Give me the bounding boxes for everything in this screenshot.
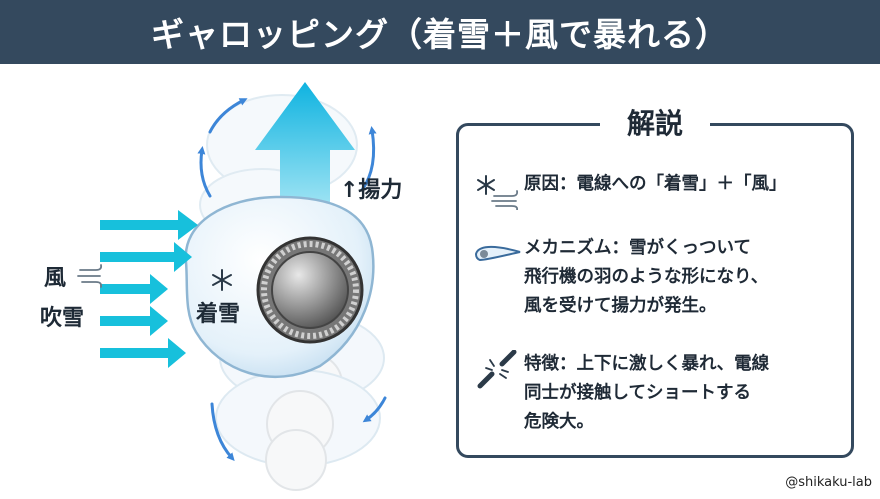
wind-arrows (100, 210, 198, 368)
wing-shape-icon (474, 246, 521, 262)
wind-label: 風 (44, 266, 67, 291)
conductor (256, 236, 364, 344)
explanation-item-cause: 原因：電線への「着雪」＋「風」 (472, 170, 842, 210)
circulation-arrows (197, 98, 387, 461)
explanation-item-feature: 特徴：上下に激しく暴れ、電線 同士が接触してショートする 危険大。 (472, 350, 842, 437)
explanation-item-mechanism: メカニズム：雪がくっついて 飛行機の羽のような形になり、 風を受けて揚力が発生。 (472, 234, 842, 321)
explanation-panel (456, 123, 854, 458)
explanation-heading: 解説 (600, 101, 710, 147)
feature-line-3: 危険大。 (524, 412, 594, 432)
credit-handle: @shikaku-lab (785, 475, 872, 490)
feature-line-1: 特徴：上下に激しく暴れ、電線 (524, 354, 770, 374)
broken-wire-icon (477, 350, 517, 389)
mechanism-line-3: 風を受けて揚力が発生。 (524, 296, 717, 316)
feature-line-2: 同士が接触してショートする (524, 383, 751, 403)
cause-line-1: 原因：電線への「着雪」＋「風」 (524, 174, 787, 194)
snow-wind-icon (477, 175, 519, 210)
lift-label: ↑揚力 (340, 178, 403, 203)
galloping-illustration (77, 82, 387, 491)
page-title: ギャロッピング（着雪＋風で暴れる） (151, 15, 729, 54)
mechanism-line-2: 飛行機の羽のような形になり、 (524, 267, 769, 287)
galloping-diagram: ↑揚力 風 吹雪 着雪 (0, 64, 440, 495)
wind-icon (77, 264, 103, 288)
snowflake-icon (212, 269, 232, 291)
mechanism-line-1: メカニズム：雪がくっついて (524, 238, 751, 258)
lift-arrow (255, 82, 355, 228)
title-bar: ギャロッピング（着雪＋風で暴れる） (0, 0, 880, 64)
snow-label: 着雪 (196, 302, 241, 327)
blizzard-label: 吹雪 (40, 306, 85, 331)
